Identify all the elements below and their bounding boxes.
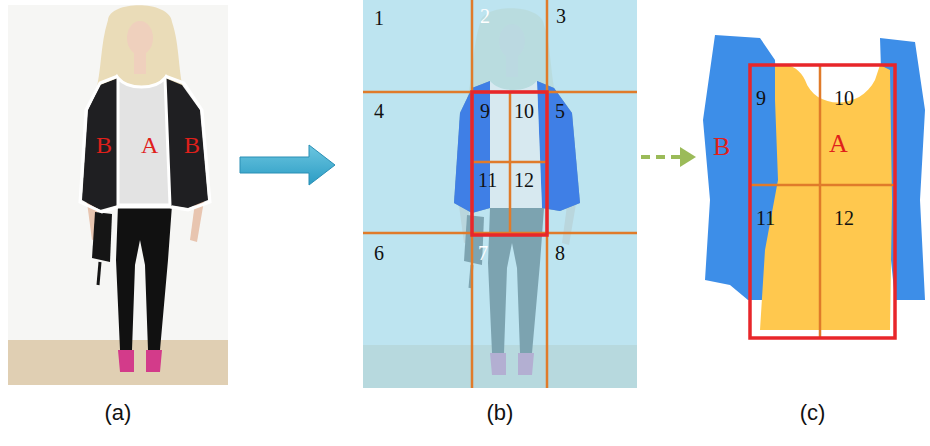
region-label: B xyxy=(713,134,730,160)
region-label: B xyxy=(184,133,200,157)
cell-number: 11 xyxy=(478,170,497,190)
region-label: B xyxy=(96,133,112,157)
cell-number: 12 xyxy=(834,208,854,228)
region-label: A xyxy=(829,131,848,157)
cell-number: 9 xyxy=(480,101,490,121)
panel-caption: (c) xyxy=(700,400,925,426)
cell-number: 8 xyxy=(555,243,565,263)
cell-number: 2 xyxy=(480,6,490,26)
dashed-arrow xyxy=(641,147,696,167)
regions-c xyxy=(703,35,925,338)
panel: (b) xyxy=(363,0,637,440)
cell-number: 4 xyxy=(374,101,384,121)
cell-number: 11 xyxy=(756,208,775,228)
cell-number: 7 xyxy=(478,243,488,263)
cell-number: 12 xyxy=(514,170,534,190)
cell-number: 6 xyxy=(374,243,384,263)
panel-caption: (a) xyxy=(8,400,228,426)
photo-b xyxy=(363,0,637,388)
region-label: A xyxy=(141,133,158,157)
cell-number: 5 xyxy=(555,101,565,121)
panel: (a) xyxy=(8,0,228,440)
panel: (c) xyxy=(700,0,925,440)
cell-number: 3 xyxy=(556,6,566,26)
cell-number: 1 xyxy=(374,8,384,28)
panel-caption: (b) xyxy=(363,400,637,426)
photo-a xyxy=(8,5,228,385)
block-arrow xyxy=(240,145,335,185)
cell-number: 10 xyxy=(834,88,854,108)
cell-number: 10 xyxy=(514,101,534,121)
cell-number: 9 xyxy=(756,88,766,108)
